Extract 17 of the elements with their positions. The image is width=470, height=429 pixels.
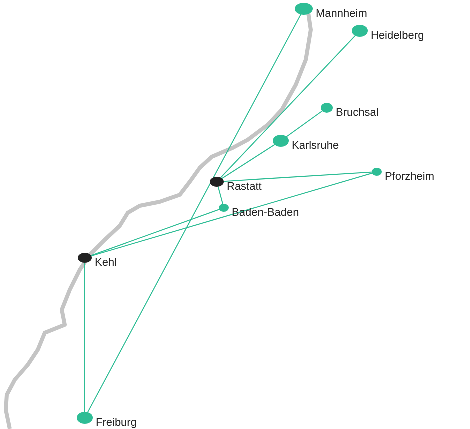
city-label: Freiburg [96,417,137,429]
city-label: Bruchsal [336,107,379,120]
connection-line [220,144,276,180]
city-label: Mannheim [316,8,368,21]
connection-line [222,172,374,182]
connection-line [285,110,324,138]
connection-line [89,208,221,257]
connection-line [220,34,356,179]
city-label: Baden-Baden [232,207,300,220]
city-label: Pforzheim [385,171,435,184]
connection-line [84,262,86,412]
city-label: Karlsruhe [292,140,340,153]
connection-line [87,14,302,414]
city-label: Heidelberg [371,30,424,43]
connection-line [218,186,224,205]
city-label: Rastatt [227,181,262,194]
city-label: Kehl [95,257,118,270]
